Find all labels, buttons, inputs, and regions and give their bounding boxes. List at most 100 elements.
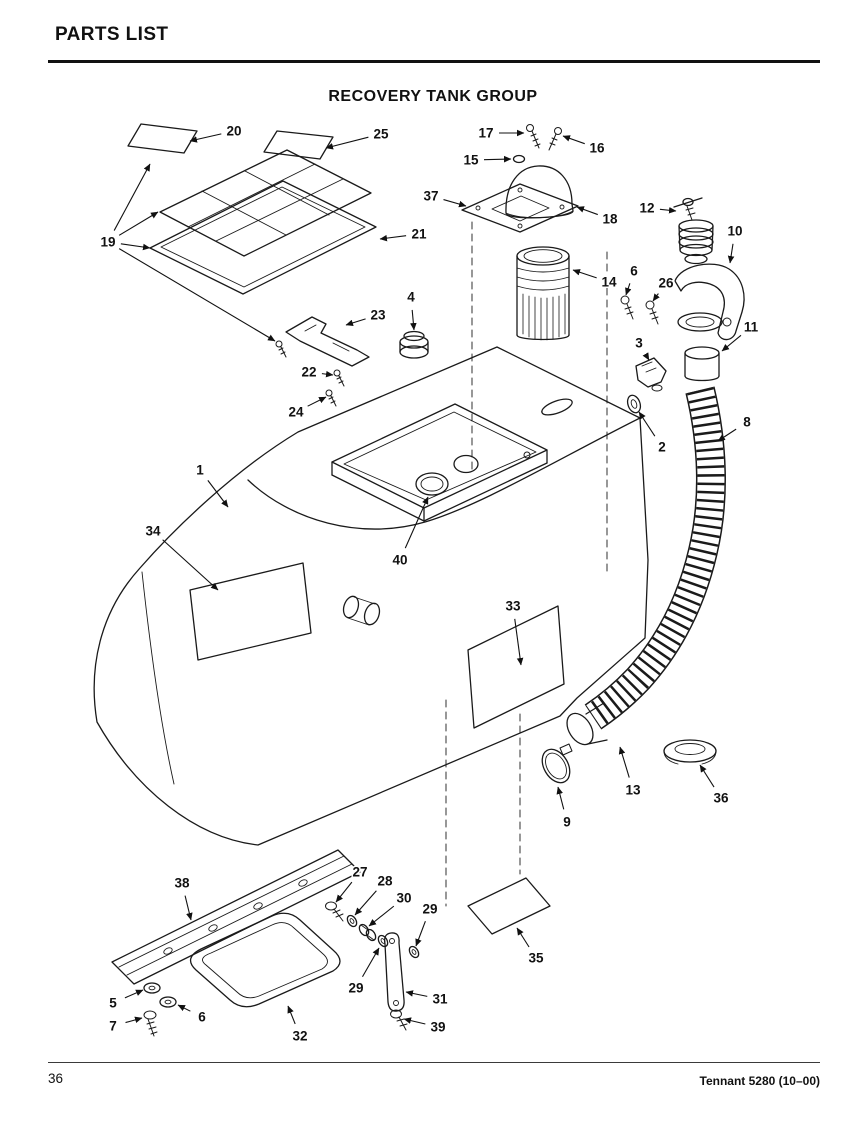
leader-arrow: [721, 334, 742, 352]
lid-seal-inner: [160, 186, 366, 288]
part-number: 16: [589, 141, 605, 156]
part-number: 12: [639, 201, 654, 216]
callout-29: 29: [415, 900, 439, 947]
hose-cuff: [566, 702, 608, 746]
part-number: 9: [563, 815, 571, 830]
page-number: 36: [48, 1071, 64, 1086]
part-number: 35: [528, 951, 544, 966]
callout-25: 25: [325, 125, 390, 150]
hose-clamp: [541, 743, 573, 784]
tank-gasket: [189, 912, 341, 1008]
callout-5: 5: [108, 989, 144, 1012]
callout-3: 3: [634, 334, 650, 361]
lid-plate-left: [127, 123, 198, 154]
screw-39: [390, 1009, 408, 1031]
tank-decal-front: [189, 562, 312, 661]
part-number: 40: [392, 553, 407, 568]
lid-assembly: [127, 123, 377, 407]
hidden-lines: [445, 221, 608, 907]
leader-arrow: [699, 764, 715, 788]
leader-arrow: [405, 990, 428, 997]
leader-arrow: [572, 269, 597, 279]
float-dome-base: [505, 210, 574, 219]
pin-6: [620, 295, 634, 320]
part-number: 26: [658, 276, 674, 291]
leader-arrow: [118, 248, 276, 342]
part-number: 18: [602, 212, 618, 227]
drain-sleeve: [684, 346, 720, 382]
part-number: 7: [109, 1019, 117, 1034]
callout-17: 17: [477, 124, 525, 142]
hinge-bracket-slot: [304, 324, 350, 352]
mount-pad: [467, 877, 551, 935]
part-number: 37: [423, 189, 438, 204]
footer-rule: [48, 1062, 820, 1063]
callout-20: 20: [189, 122, 243, 143]
part-number: 11: [744, 320, 759, 335]
leader-arrow: [404, 496, 429, 549]
screw-16: [548, 127, 562, 151]
leader-arrow: [403, 1017, 426, 1025]
leader-arrow: [379, 234, 407, 242]
filter-screen: [522, 293, 566, 341]
retainer-strap: [674, 263, 745, 341]
lid-plate-right: [263, 130, 334, 160]
drain-cap-assembly: [673, 197, 745, 382]
hinge-bracket: [285, 316, 370, 367]
callout-21: 21: [379, 225, 428, 243]
part-number: 14: [601, 275, 617, 290]
tank-silhouette: [93, 346, 649, 846]
recovery-tank-body: [93, 221, 649, 907]
callout-24: 24: [287, 396, 327, 421]
leader-arrow: [642, 352, 650, 361]
part-number: 29: [348, 981, 363, 996]
leader-arrow: [184, 895, 193, 921]
screw-26: [645, 300, 659, 325]
callout-36: 36: [699, 764, 730, 807]
inlet-gasket-slot: [491, 195, 550, 222]
leader-arrow: [443, 199, 467, 208]
leader-arrow: [118, 211, 159, 236]
leader-arrow: [325, 136, 369, 150]
part-number: 27: [352, 865, 367, 880]
washer-15: [512, 154, 526, 164]
callout-35: 35: [516, 927, 545, 967]
leader-arrow: [483, 155, 512, 163]
lid-cover-ribs: [187, 163, 344, 242]
leader-arrow: [368, 905, 395, 927]
leader-arrow: [514, 618, 524, 666]
washer-6: [159, 996, 177, 1008]
hose-ring: [663, 739, 717, 765]
callout-1: 1: [195, 461, 229, 508]
strap-31: [383, 932, 405, 1012]
screw-17: [526, 124, 541, 149]
lid-screw-a: [275, 340, 287, 358]
leader-arrow: [638, 411, 656, 437]
part-number: 24: [288, 405, 304, 420]
leader-arrow: [362, 947, 380, 978]
washer-28: [346, 914, 358, 928]
callout-9: 9: [556, 786, 572, 831]
callout-12: 12: [638, 199, 677, 217]
part-number: 23: [370, 308, 386, 323]
callout-23: 23: [345, 306, 387, 327]
part-number: 21: [411, 227, 427, 242]
part-number: 6: [198, 1010, 206, 1025]
tank-decal-side: [467, 605, 565, 729]
callout-32: 32: [287, 1005, 309, 1045]
spacer-30: [358, 923, 377, 942]
leader-arrow: [189, 133, 222, 143]
leader-arrow: [717, 428, 737, 442]
part-number: 31: [432, 992, 448, 1007]
part-number: 2: [658, 440, 666, 455]
part-number: 19: [100, 235, 115, 250]
callout-31: 31: [405, 990, 449, 1008]
part-number: 20: [226, 124, 241, 139]
doc-reference: Tennant 5280 (10–00): [699, 1074, 821, 1088]
tank-vent-slot: [541, 398, 573, 416]
leader-arrow: [516, 927, 530, 948]
lid-screw-c: [325, 389, 337, 407]
gasket-hole: [559, 204, 565, 210]
part-number: 6: [630, 264, 638, 279]
